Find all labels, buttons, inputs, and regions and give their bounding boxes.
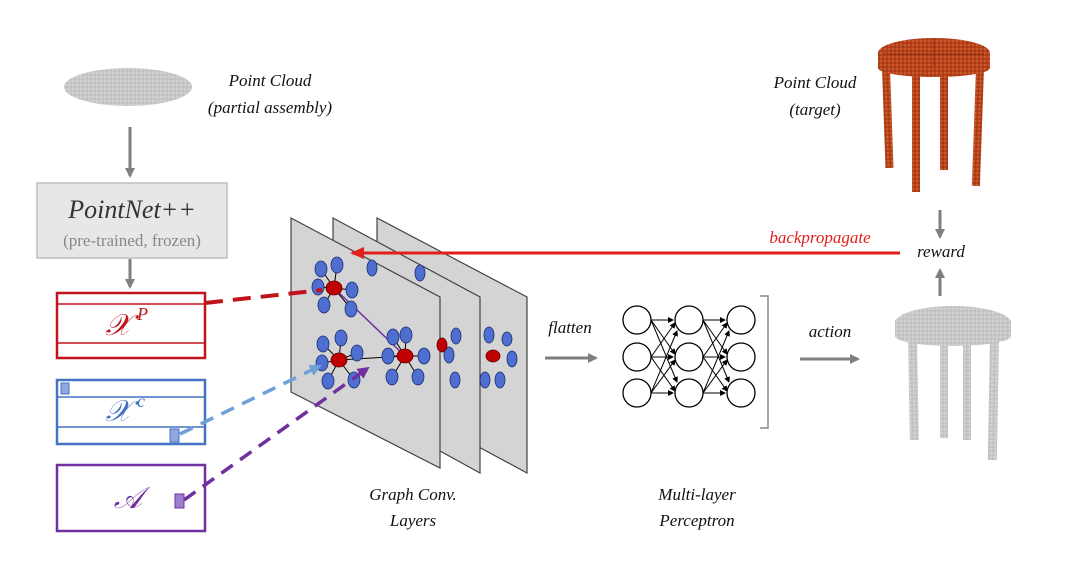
xp-superscript: P [136,304,148,324]
front-panel-center-nodes [325,280,414,368]
target-point-cloud [878,38,990,192]
graph-conv-layers [290,216,528,475]
target-point-cloud-label-line2: (target) [789,100,841,119]
gcn-panel-1 [290,217,441,469]
pointnet-subtitle: (pre-trained, frozen) [63,231,201,250]
target-point-cloud-label-line1: Point Cloud [773,73,857,92]
reward-label: reward [917,242,965,261]
partial-point-cloud [64,68,192,106]
action-label: action [809,322,852,341]
mlp-label-line1: Multi-layer [657,485,736,504]
flatten-label: flatten [548,318,591,337]
gcn-label-line2: Layers [389,511,437,530]
gcn-label-line1: Graph Conv. [369,485,457,504]
partial-point-cloud-label-line2: (partial assembly) [208,98,333,117]
a-to-graph-connector [182,366,370,502]
xc-to-graph-connector [179,364,322,436]
mlp-network [622,295,769,429]
mlp-label-line2: Perceptron [658,511,734,530]
backpropagate-label: backpropagate [769,228,871,247]
a-feature-box: 𝒜 [55,463,207,533]
xp-to-graph-connector [204,288,323,305]
pointnet-title: PointNet++ [67,195,196,224]
back-panel-nodes [366,259,518,389]
xp-feature-box: 𝒳 P [55,291,207,360]
partial-point-cloud-label-line1: Point Cloud [228,71,312,90]
result-point-cloud [895,306,1011,461]
xc-feature-box: 𝒳 c [55,378,207,446]
xc-superscript: c [137,391,145,411]
pointnet-box: PointNet++ (pre-trained, frozen) [36,182,228,259]
